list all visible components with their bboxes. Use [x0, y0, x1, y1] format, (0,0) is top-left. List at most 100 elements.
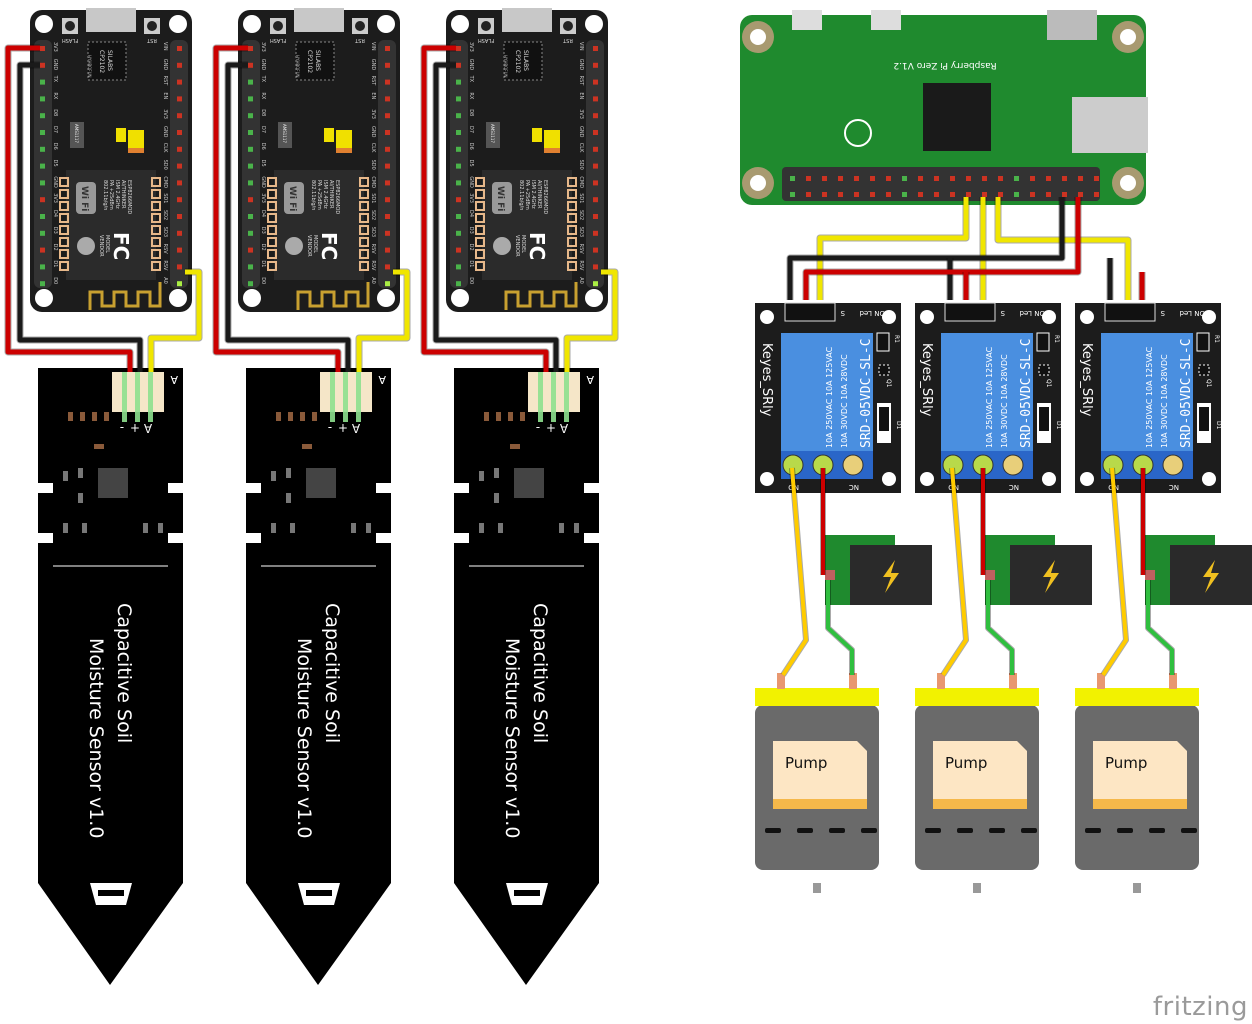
pin-label-left: D0 — [260, 277, 266, 284]
relay-model: SRD-05VDC-SL-C — [1019, 338, 1034, 448]
pin-label-right: GND — [578, 59, 584, 71]
module-pad — [475, 201, 485, 211]
r1-label: R1 — [893, 335, 900, 343]
relay-rating-2: 10A 30VDC 10A 28VDC — [840, 354, 849, 448]
q1-label: Q1 — [885, 379, 892, 388]
resistor — [80, 412, 85, 421]
pin-left-D6 — [456, 146, 461, 152]
connector-pin — [122, 372, 127, 422]
pin-label-right: RSV — [370, 260, 376, 271]
smd-part — [574, 523, 579, 533]
gpio-pin — [806, 176, 811, 181]
pin-right-RSV — [593, 247, 598, 253]
pump-label: Pump — [785, 754, 827, 772]
pin-left-D2 — [40, 247, 45, 253]
chip-label-2: CP2102 — [98, 50, 105, 73]
pin-label: + — [130, 421, 140, 435]
relay-header — [1104, 302, 1156, 322]
pump-label-sticker — [773, 741, 867, 809]
smd-part — [271, 523, 276, 533]
smd-part — [494, 493, 499, 503]
sensor-title-line2: Moisture Sensor v1.0 — [501, 638, 523, 838]
capacitor-band — [128, 148, 144, 153]
pin-right-CMD — [385, 180, 390, 186]
flash-button-cap — [273, 21, 283, 31]
motor-shaft — [813, 883, 821, 893]
pin-left-D0 — [248, 281, 253, 287]
pin-right-SD1 — [177, 197, 182, 203]
pump-terminal — [1009, 673, 1017, 689]
transistor-q1 — [1198, 364, 1210, 376]
gpio-pin — [886, 176, 891, 181]
module-pad — [567, 261, 577, 271]
pin-left-RX — [40, 96, 45, 102]
module-label: 802.11b/g/n — [102, 180, 108, 210]
relay-model: SRD-05VDC-SL-C — [1179, 338, 1194, 448]
pcb-antenna — [504, 282, 578, 310]
module-pad — [59, 261, 69, 271]
pin-label-right: SD0 — [578, 160, 584, 170]
pin-label-right: CLK — [162, 143, 168, 153]
pin-label-left: D8 — [468, 109, 474, 116]
pin-right-EN — [177, 96, 182, 102]
module-label: ISM 2.4GHz — [322, 180, 328, 209]
gpio-pin — [1030, 192, 1035, 197]
module-pad — [267, 213, 277, 223]
gpio-pin — [1094, 192, 1099, 197]
pin-left-D7 — [40, 130, 45, 135]
relay-brand: Keyes_SRly — [1079, 343, 1094, 417]
mounting-hole — [35, 289, 53, 307]
pin-left-3V3 — [456, 197, 461, 203]
resistor — [496, 412, 501, 421]
pin-label: - — [328, 421, 332, 435]
pin-label-right: SD1 — [370, 193, 376, 203]
pin-left-D5 — [248, 163, 253, 169]
gpio-pin — [838, 192, 843, 197]
mounting-hole — [1042, 310, 1056, 324]
flash-label: FLASH — [270, 37, 286, 43]
pin-label-left: D3 — [260, 227, 266, 234]
wifi-logo — [492, 182, 512, 214]
pump-terminal — [849, 673, 857, 689]
module-label: 802.11b/g/n — [518, 180, 524, 210]
module-pad — [59, 177, 69, 187]
diode-body — [1199, 407, 1209, 431]
gpio-pin — [966, 192, 971, 197]
relay-body — [781, 333, 873, 451]
capacitor-tantalum — [544, 130, 560, 152]
pin-label-right: RSV — [162, 244, 168, 255]
pump-label-sticker — [1093, 741, 1187, 809]
pin-label: A — [559, 421, 568, 435]
mounting-hole — [243, 15, 261, 33]
pin-right-RST — [593, 79, 598, 85]
mounting-hole — [1120, 29, 1136, 45]
rst-button-cap — [563, 21, 573, 31]
motor-shaft — [1133, 883, 1141, 893]
pin-left-GND — [456, 180, 461, 186]
pin-left-TX — [248, 79, 253, 85]
resistor — [520, 412, 525, 421]
pin-left-D3 — [40, 230, 45, 236]
rst-button-cap — [147, 21, 157, 31]
pin-label-left: D1 — [52, 260, 58, 267]
connector-pin — [148, 372, 153, 422]
usb-port — [294, 8, 344, 32]
resistor — [68, 412, 73, 421]
pin-label-right: RST — [162, 76, 168, 87]
smd-part — [479, 523, 484, 533]
pin-label-right: 3V3 — [162, 109, 168, 119]
module-pad — [359, 177, 369, 187]
pcb-antenna — [88, 282, 162, 310]
usb-port — [502, 8, 552, 32]
pin-label-right: RSV — [578, 244, 584, 255]
capacitor-small — [116, 128, 126, 142]
module-pad — [359, 261, 369, 271]
pin-right-SD0 — [385, 163, 390, 169]
led-label: ON Led — [1180, 309, 1206, 317]
pin-label: A — [143, 421, 152, 435]
resistor — [300, 412, 305, 421]
pin-right-RSV — [385, 264, 390, 270]
